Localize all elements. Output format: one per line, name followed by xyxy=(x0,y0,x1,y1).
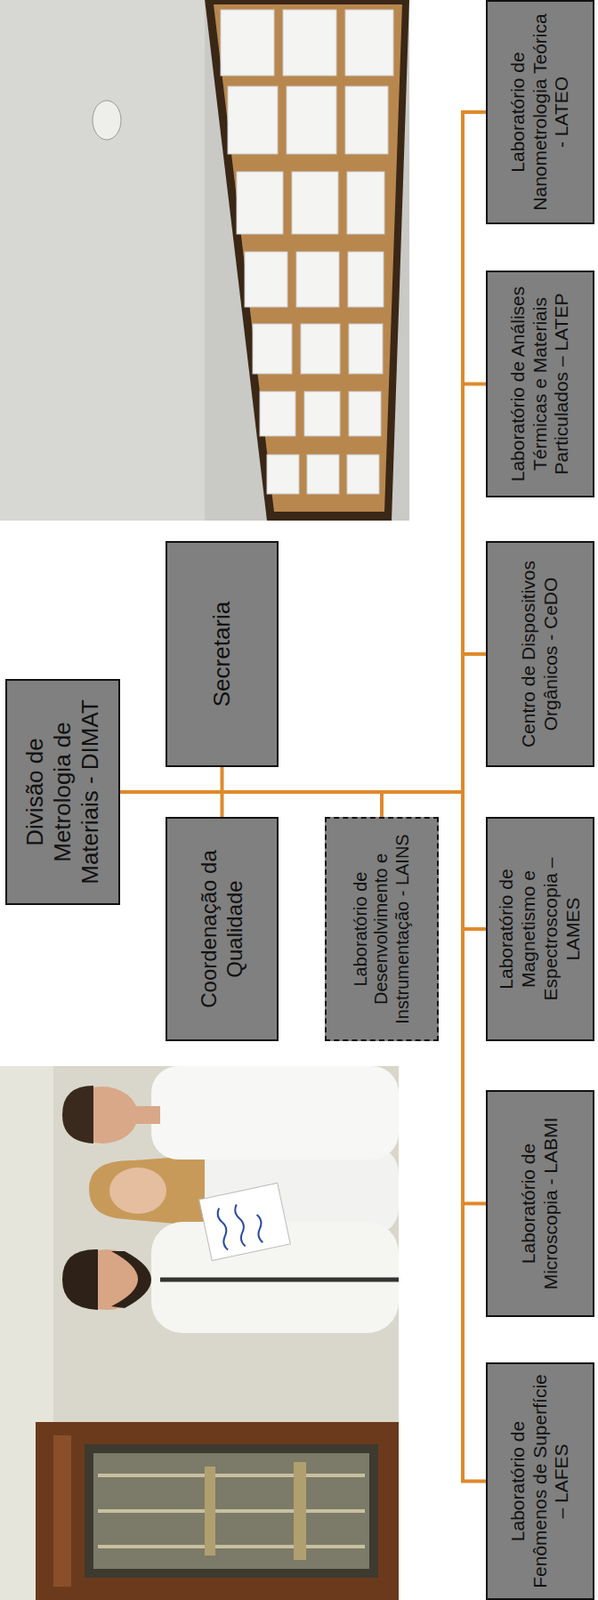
unit-name: Laboratório de Microscopia - LABMI xyxy=(514,1091,566,1316)
org-box: Secretaria xyxy=(165,541,279,768)
org-box: Laboratório de Nanometrologia Teórica - … xyxy=(485,0,595,225)
unit-name: Coordenação da Qualidade xyxy=(193,818,251,1040)
org-box: Coordenação da Qualidade xyxy=(165,816,279,1042)
org-connector xyxy=(120,791,486,1482)
org-connector xyxy=(120,791,382,817)
unit-name: Laboratório de Magnetismo e Espectroscop… xyxy=(492,818,588,1040)
unit-name: Laboratório de Fenômenos de Superfície –… xyxy=(503,1364,577,1599)
org-connector xyxy=(120,384,486,793)
people-photo xyxy=(0,1066,399,1600)
board-photo xyxy=(0,0,410,521)
org-box: Laboratório de Microscopia - LABMI xyxy=(485,1090,595,1318)
org-box: Laboratório de Fenômenos de Superfície –… xyxy=(485,1362,595,1600)
unit-name: Laboratório de Nanometrologia Teórica - … xyxy=(503,1,577,223)
unit-name: Secretaria xyxy=(204,594,240,715)
org-box: Laboratório de Análises Térmicas e Mater… xyxy=(485,270,595,498)
unit-name: Laboratório de Análises Térmicas e Mater… xyxy=(503,272,577,496)
unit-name: Centro de Dispositivos Orgânicos - CeDO xyxy=(514,542,566,766)
org-box: Laboratório de Magnetismo e Espectroscop… xyxy=(485,816,595,1042)
unit-name: Laboratório de Desenvolvimento e Instrum… xyxy=(347,818,418,1040)
org-connector xyxy=(120,112,486,792)
org-connector xyxy=(120,791,486,1205)
org-box: Centro de Dispositivos Orgânicos - CeDO xyxy=(485,541,595,768)
planned-unit-box: Laboratório de Desenvolvimento e Instrum… xyxy=(324,816,439,1042)
org-connector xyxy=(120,767,223,792)
org-box: Divisão de Metrologia de Materiais - DIM… xyxy=(5,678,121,906)
unit-name: Divisão de Metrologia de Materiais - DIM… xyxy=(17,680,107,904)
org-connector xyxy=(120,791,223,817)
